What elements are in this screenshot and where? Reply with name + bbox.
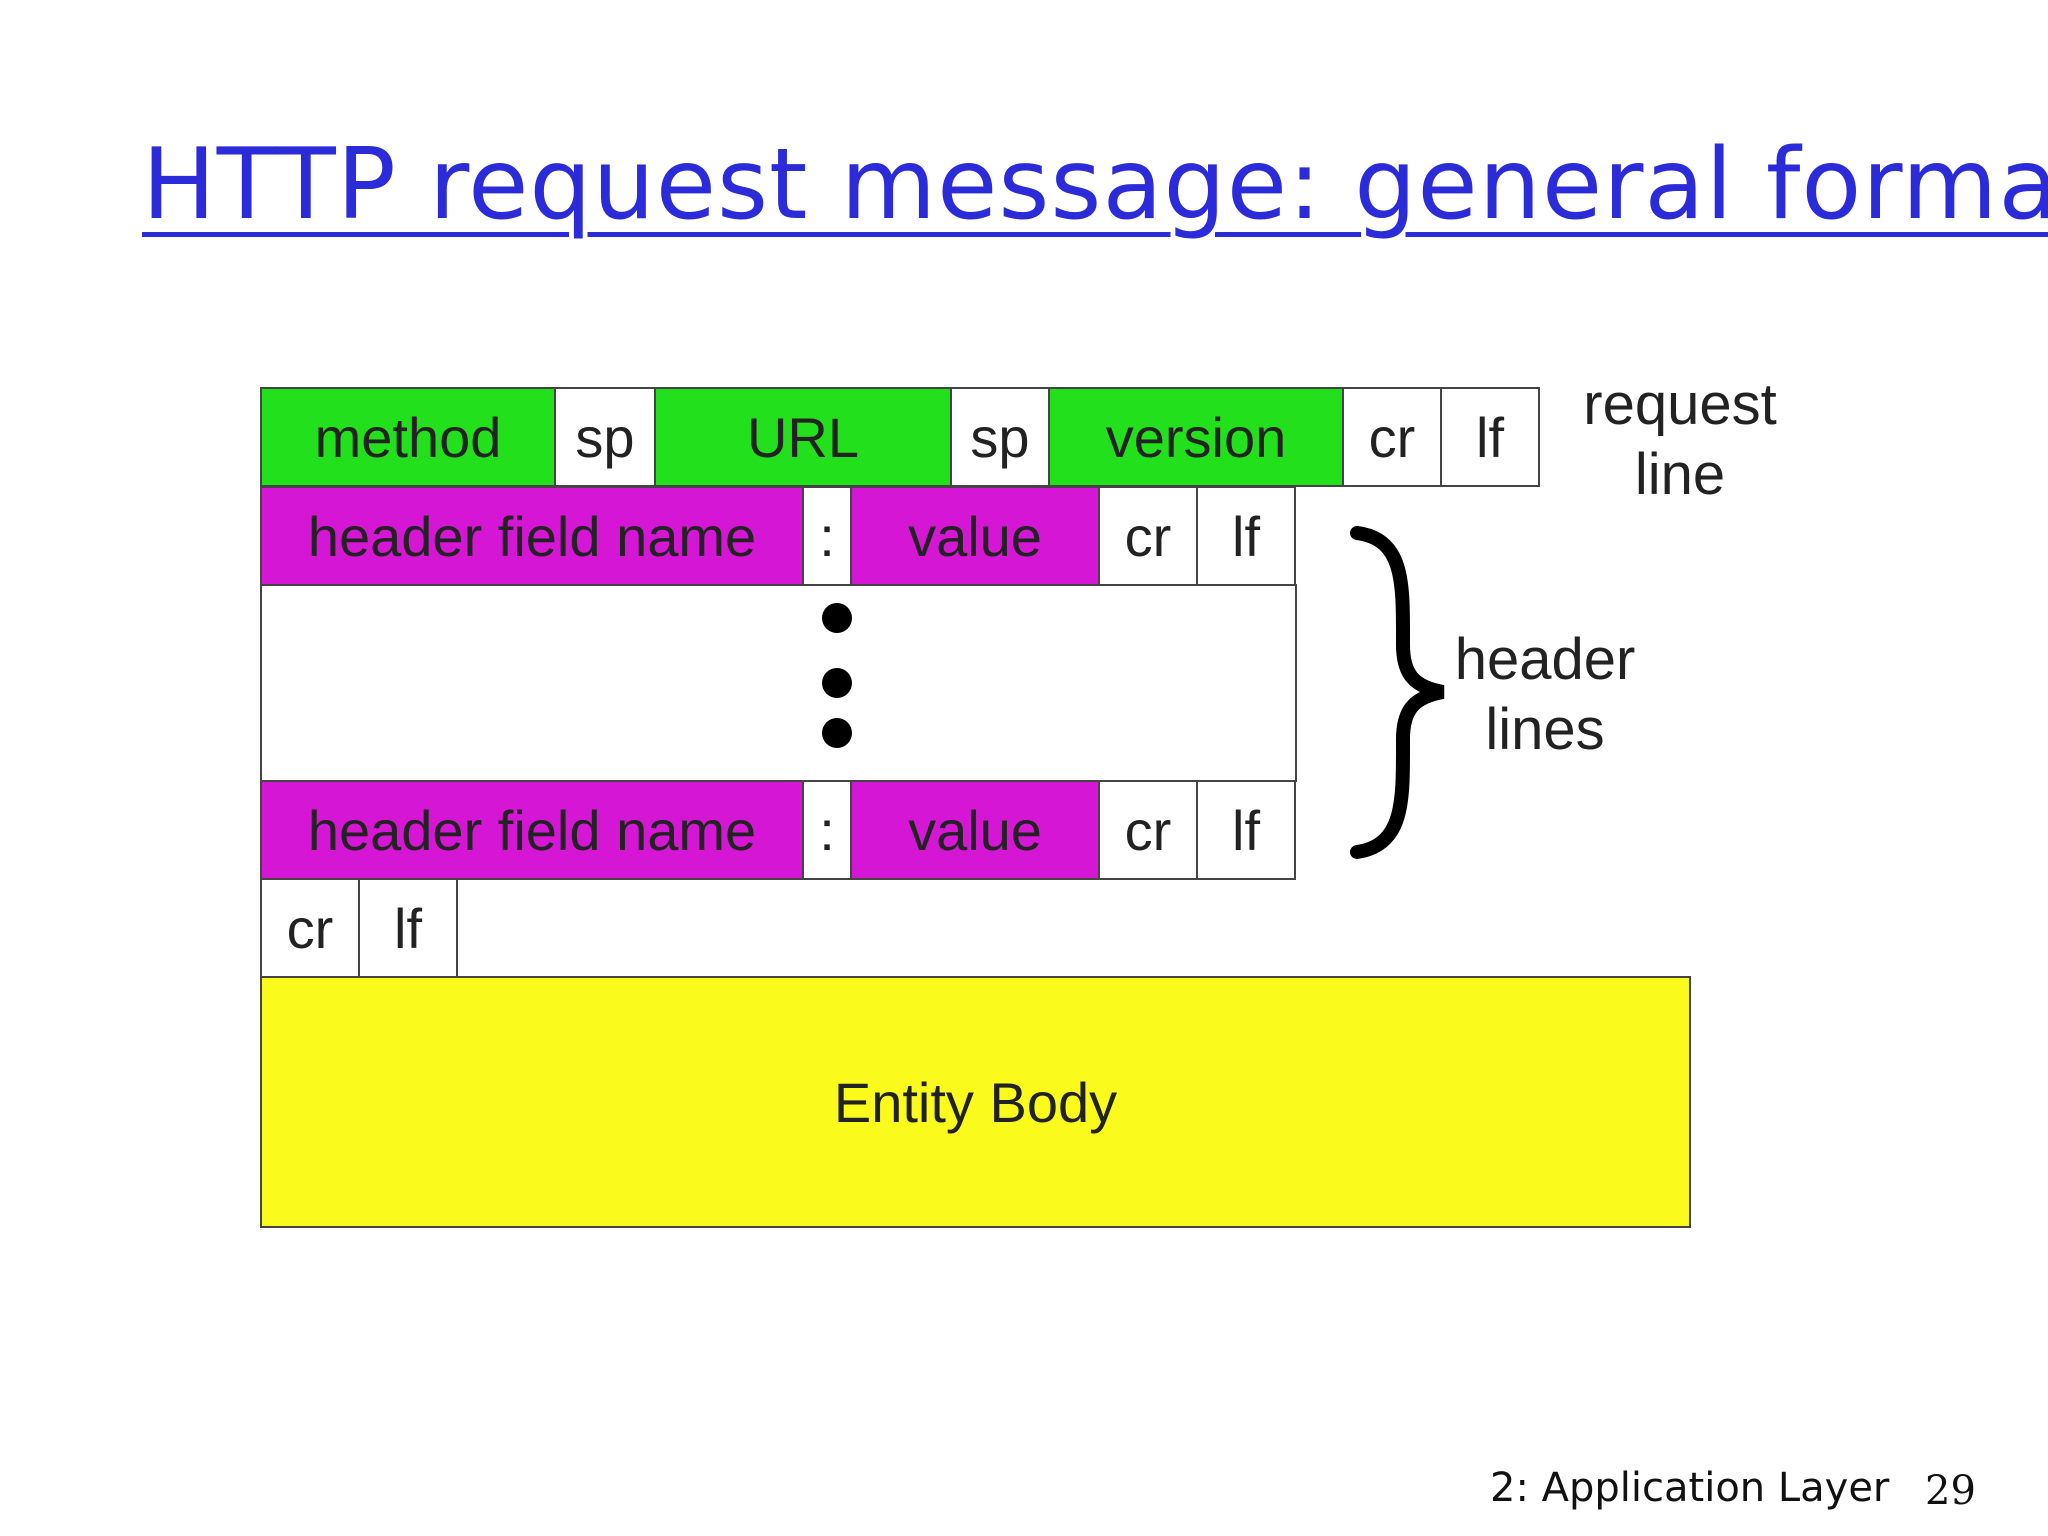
header-lines-label-1: header — [1454, 627, 1636, 692]
request-line-label-2: line — [1634, 442, 1726, 507]
header-1-lf: lf — [1196, 486, 1296, 586]
header-lines-ellipsis-box — [260, 584, 1297, 782]
blank-line-cr: cr — [260, 878, 360, 978]
ellipsis-dot-1 — [822, 603, 852, 633]
header-value-2: value — [850, 780, 1100, 880]
ellipsis-dot-3 — [822, 718, 852, 748]
page-number: 29 — [1925, 1468, 1976, 1514]
request-line-label: request line — [1560, 370, 1800, 510]
footer-section: 2: Application Layer — [1490, 1465, 1890, 1511]
header-lines-label-2: lines — [1485, 697, 1605, 762]
ellipsis-dot-2 — [822, 668, 852, 698]
header-colon-1: : — [802, 486, 852, 586]
method-field: method — [260, 387, 556, 487]
header-2-lf: lf — [1196, 780, 1296, 880]
slide-title: HTTP request message: general format — [142, 128, 2048, 242]
entity-body: Entity Body — [260, 976, 1691, 1228]
url-field: URL — [654, 387, 952, 487]
header-colon-2: : — [802, 780, 852, 880]
sp-field-1: sp — [554, 387, 656, 487]
header-lines-brace — [1350, 526, 1445, 859]
version-field: version — [1048, 387, 1344, 487]
request-line-label-1: request — [1583, 372, 1777, 437]
header-field-name-2: header field name — [260, 780, 804, 880]
sp-field-2: sp — [950, 387, 1050, 487]
header-value-1: value — [850, 486, 1100, 586]
header-2-cr: cr — [1098, 780, 1198, 880]
blank-line-lf: lf — [358, 878, 458, 978]
header-field-name-1: header field name — [260, 486, 804, 586]
header-1-cr: cr — [1098, 486, 1198, 586]
request-line-cr: cr — [1342, 387, 1442, 487]
request-line-lf: lf — [1440, 387, 1540, 487]
header-lines-label: header lines — [1430, 625, 1660, 765]
